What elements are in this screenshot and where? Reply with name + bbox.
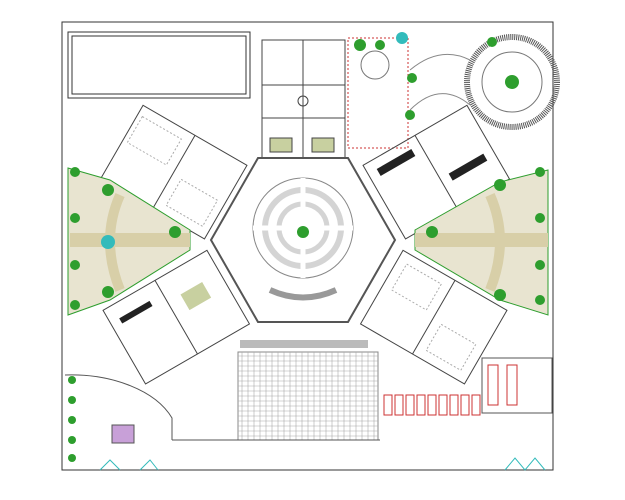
central-atrium: [209, 157, 397, 323]
tree-icon: [375, 40, 385, 50]
car-bay-icon: [449, 394, 459, 416]
tree-icon: [494, 179, 506, 191]
tree-icon: [68, 416, 76, 424]
car-bay-icon: [405, 394, 415, 416]
top-wing: [261, 39, 346, 161]
site-boundary: [61, 21, 554, 471]
car-bay-icon: [471, 394, 481, 416]
car-bay-icon: [460, 394, 470, 416]
right-courtyard: [414, 169, 549, 316]
tree-icon: [535, 167, 545, 177]
car-bay-icon: [416, 394, 426, 416]
tree-icon: [68, 376, 76, 384]
tree-icon: [354, 39, 366, 51]
tree-icon: [68, 436, 76, 444]
drop-off: [481, 357, 553, 414]
tree-icon: [487, 37, 497, 47]
tree-icon: [70, 260, 80, 270]
car-bay-icon: [438, 394, 448, 416]
tree-icon: [426, 226, 438, 238]
tree-icon: [70, 300, 80, 310]
tree-icon: [169, 226, 181, 238]
tree-icon: [101, 235, 115, 249]
tree-icon: [102, 286, 114, 298]
tree-icon: [535, 295, 545, 305]
left-courtyard: [67, 167, 191, 316]
car-bay-icon: [383, 394, 393, 416]
tree-icon: [297, 226, 309, 238]
parking-bays: [383, 394, 481, 416]
top-garden: [347, 34, 560, 149]
tree-icon: [535, 213, 545, 223]
tree-icon: [68, 454, 76, 462]
lower-left-wing: [102, 249, 251, 385]
car-bay-icon: [394, 394, 404, 416]
pool: [67, 31, 251, 99]
trees: [68, 32, 545, 462]
tree-icon: [102, 184, 114, 196]
tree-icon: [405, 110, 415, 120]
tree-icon: [70, 167, 80, 177]
car-bay-icon: [427, 394, 437, 416]
tree-icon: [68, 396, 76, 404]
tree-icon: [494, 289, 506, 301]
front-plaza: [64, 340, 380, 444]
entrance-gates: [99, 457, 546, 471]
tree-icon: [396, 32, 408, 44]
tree-icon: [535, 260, 545, 270]
tree-icon: [407, 73, 417, 83]
tree-icon: [70, 213, 80, 223]
